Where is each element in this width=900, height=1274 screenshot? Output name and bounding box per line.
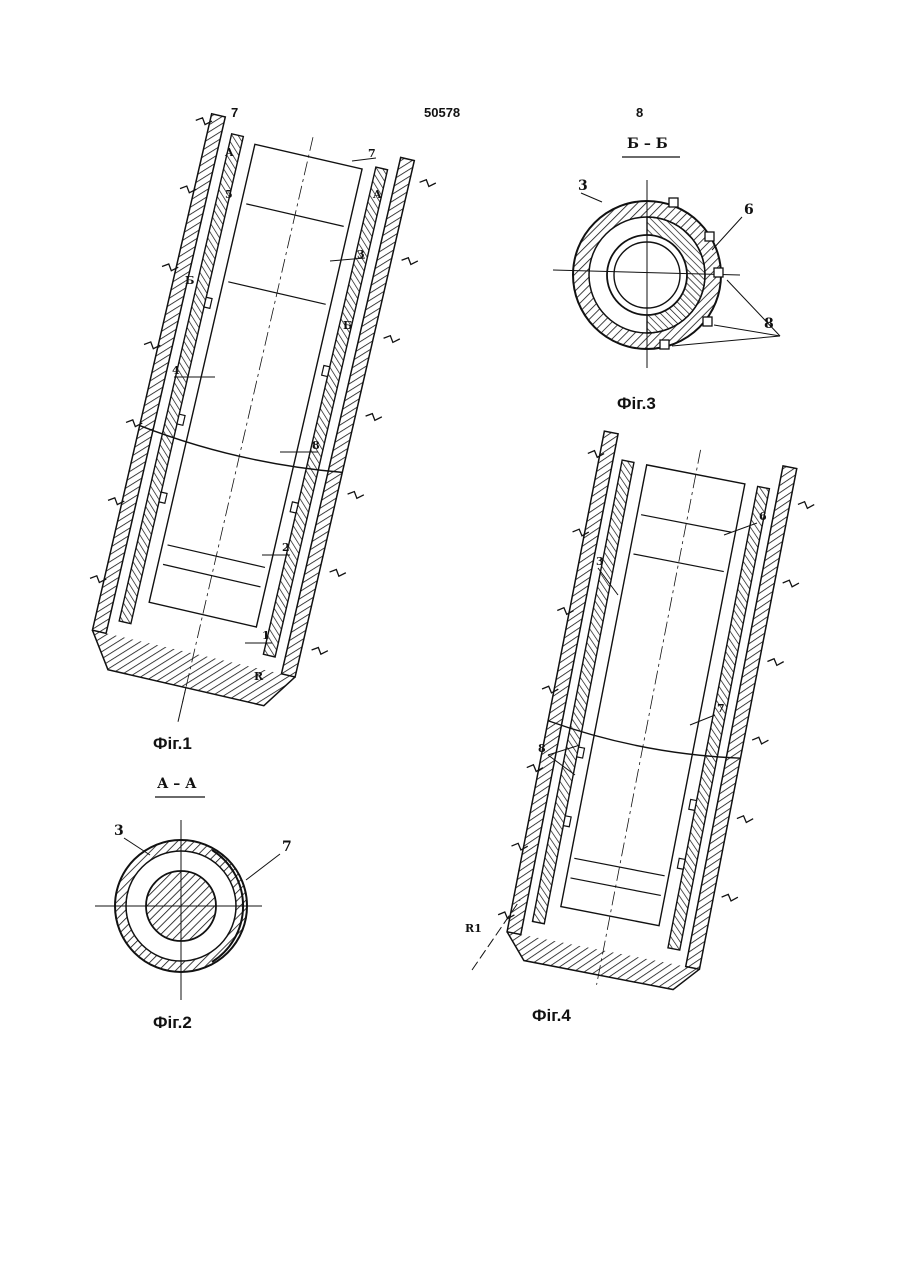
svg-text:8: 8 bbox=[538, 742, 546, 755]
svg-text:A: A bbox=[372, 188, 382, 201]
svg-text:R1: R1 bbox=[465, 922, 482, 935]
svg-text:4: 4 bbox=[172, 364, 180, 377]
fig1-drawing: 5 4 3 2 1 7 8 A A Б Б R bbox=[63, 111, 440, 751]
svg-text:Б: Б bbox=[185, 274, 194, 287]
svg-text:6: 6 bbox=[744, 202, 754, 218]
svg-text:3: 3 bbox=[578, 178, 588, 194]
svg-text:1: 1 bbox=[262, 629, 270, 642]
fig2-drawing: 3 7 bbox=[95, 820, 292, 1000]
svg-text:8: 8 bbox=[312, 439, 320, 452]
svg-text:7: 7 bbox=[282, 839, 292, 855]
svg-text:2: 2 bbox=[282, 541, 290, 554]
svg-text:A: A bbox=[224, 146, 234, 159]
fig4-drawing: 3 6 7 8 R1 bbox=[465, 429, 820, 1008]
svg-text:7: 7 bbox=[717, 702, 725, 715]
svg-text:3: 3 bbox=[114, 823, 124, 839]
fig3-drawing: 3 6 8 bbox=[553, 178, 780, 368]
svg-text:R: R bbox=[254, 670, 264, 683]
svg-text:5: 5 bbox=[225, 188, 233, 201]
svg-text:Б: Б bbox=[343, 319, 352, 332]
svg-text:6: 6 bbox=[759, 510, 767, 523]
svg-text:3: 3 bbox=[596, 555, 604, 568]
